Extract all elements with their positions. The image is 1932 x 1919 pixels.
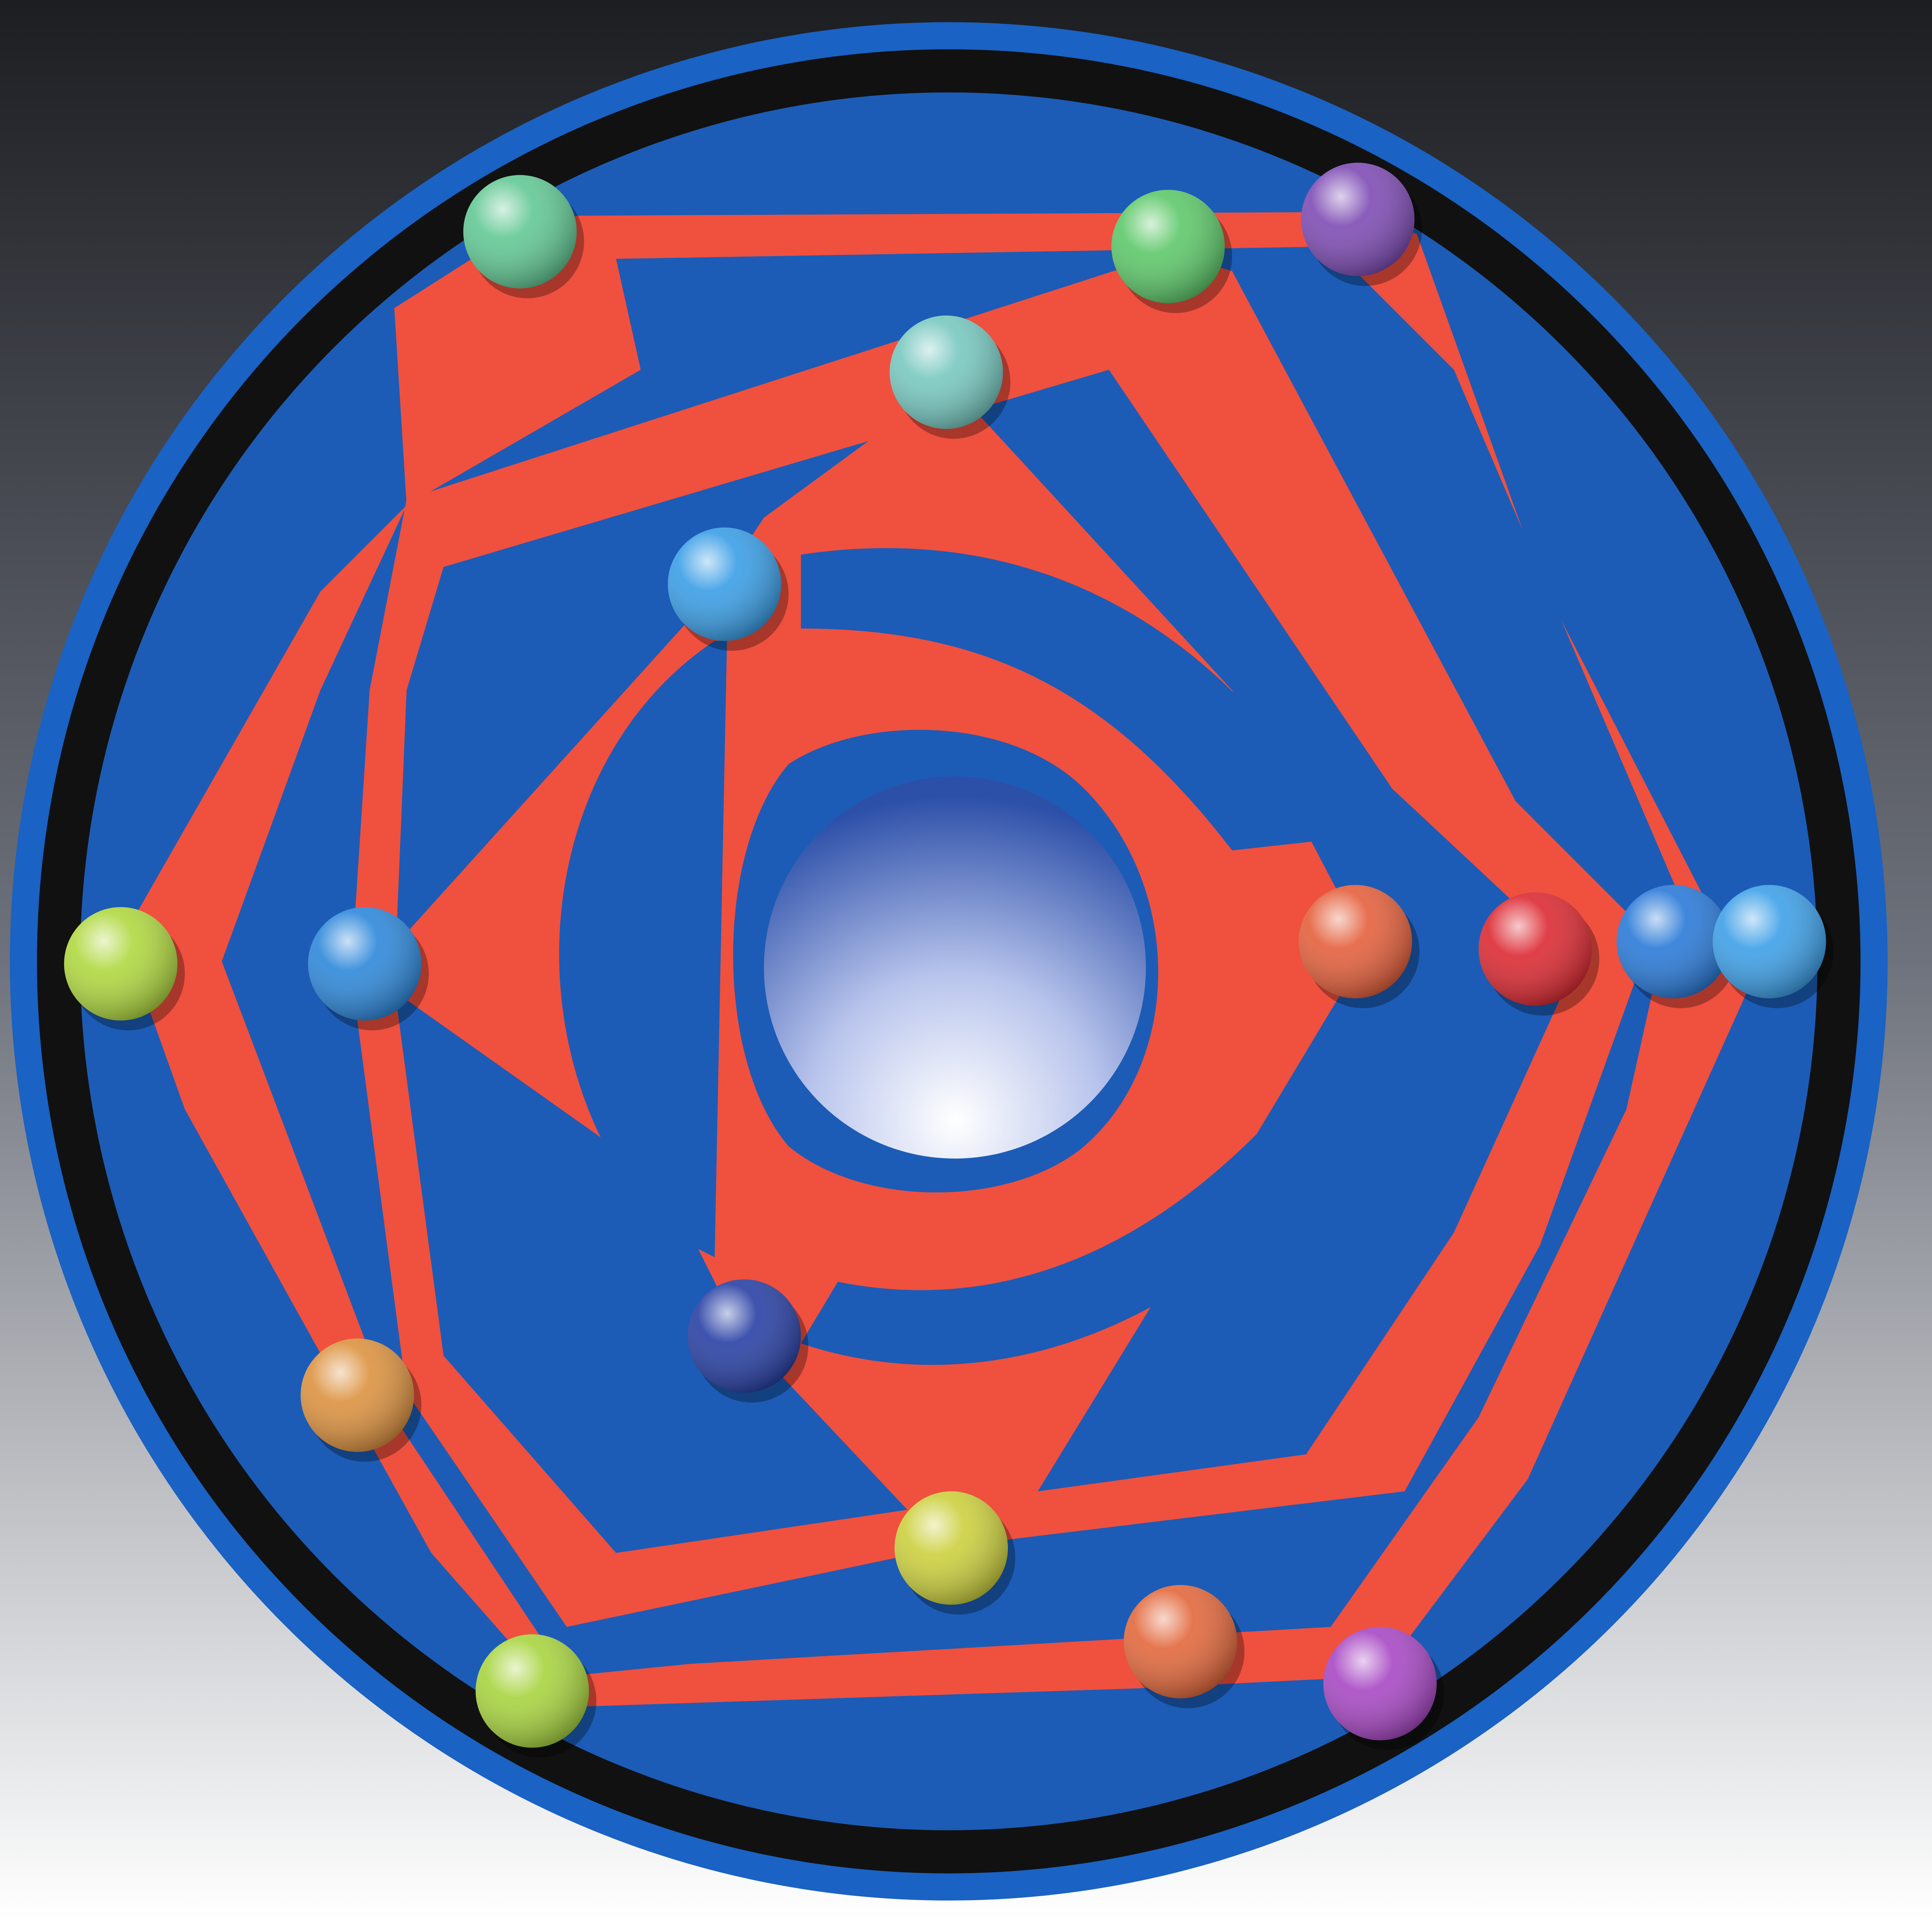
ball-shine — [308, 907, 421, 1020]
ball-shine — [1478, 892, 1592, 1006]
ball-shine — [1301, 163, 1414, 276]
ball-shine — [476, 1634, 589, 1747]
ball-shine — [64, 907, 177, 1020]
center-hub — [764, 777, 1146, 1159]
ball-shine — [1299, 885, 1412, 998]
ball-shine — [889, 316, 1003, 429]
ball-shine — [1111, 190, 1225, 303]
ball-shine — [1323, 1627, 1437, 1740]
ball-shine — [463, 175, 577, 288]
ball-shine — [895, 1491, 1008, 1605]
ball-shine — [301, 1338, 414, 1452]
ball-shine — [668, 528, 781, 641]
ball-shine — [1124, 1585, 1237, 1698]
ball-shine — [1713, 885, 1826, 998]
ball-shine — [688, 1279, 801, 1393]
